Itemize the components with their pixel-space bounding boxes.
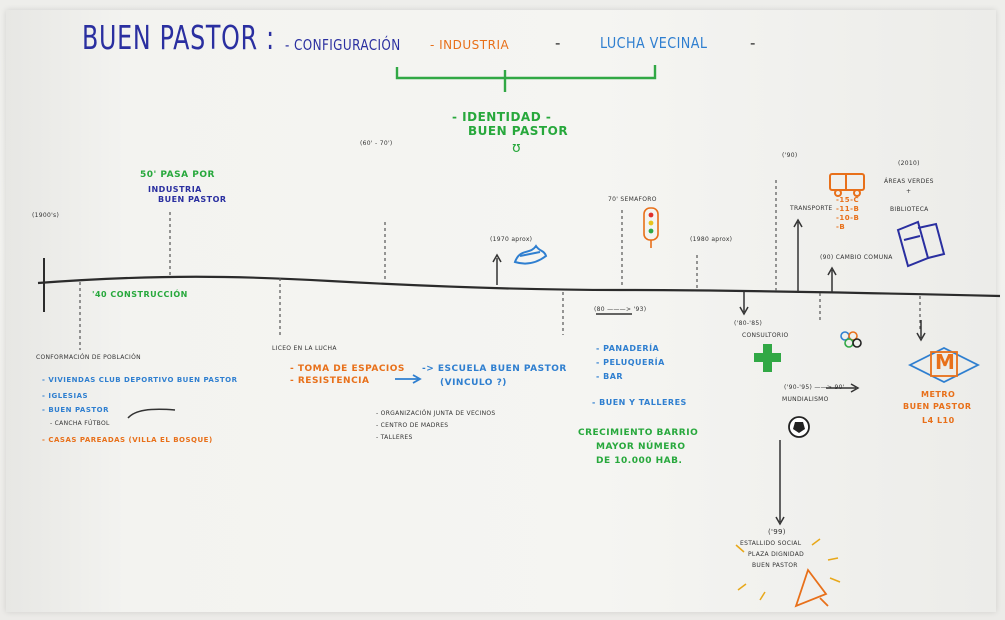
event-90s: ('90) bbox=[782, 152, 798, 159]
bus-line-4: -B bbox=[836, 223, 846, 231]
small-note-2: - CENTRO DE MADRES bbox=[376, 422, 449, 429]
small-note-1: - ORGANIZACIÓN JUNTA DE VECINOS bbox=[376, 410, 496, 417]
event-40-construccion: '40 CONSTRUCCIÓN bbox=[92, 290, 188, 299]
event-2010: (2010) bbox=[898, 160, 920, 167]
event-2010-sub-3: BIBLIOTECA bbox=[890, 206, 929, 213]
bottom-note-3: BUEN PASTOR bbox=[752, 562, 798, 569]
traffic-light-icon bbox=[643, 207, 659, 248]
burst-lines bbox=[735, 538, 841, 601]
page-title: BUEN PASTOR : bbox=[82, 18, 275, 57]
event-50s: 50' PASA POR bbox=[140, 170, 215, 180]
note-metro: METRO bbox=[921, 390, 956, 399]
note-toma-espacios: - TOMA DE ESPACIOS bbox=[290, 364, 405, 374]
timeline-axis bbox=[37, 275, 1001, 298]
note-talleres: - BUEN Y TALLERES bbox=[592, 398, 687, 407]
left-note-4: - CANCHA FÚTBOL bbox=[50, 420, 110, 427]
metro-logo-icon bbox=[907, 346, 981, 384]
metro-m-glyph: M bbox=[935, 350, 956, 374]
left-note-5: - CASAS PAREADAS (VILLA EL BOSQUE) bbox=[42, 436, 213, 444]
event-1970: (1970 aprox) bbox=[490, 236, 533, 243]
note-consultorio: CONSULTORIO bbox=[742, 332, 789, 339]
event-1980: (1980 aprox) bbox=[690, 236, 733, 243]
bottom-note-2: PLAZA DIGNIDAD bbox=[748, 551, 805, 558]
note-80-93: (80 ———> '93) bbox=[594, 306, 647, 313]
title-item-lucha-vecinal: LUCHA VECINAL bbox=[600, 34, 708, 52]
event-2010-sub-2: + bbox=[906, 188, 912, 195]
note-metro-buen-pastor: BUEN PASTOR bbox=[903, 402, 972, 411]
left-note-2: - IGLESIAS bbox=[42, 392, 89, 400]
note-bar: - BAR bbox=[596, 372, 624, 381]
event-60-70: (60' - 70') bbox=[360, 140, 393, 147]
bracket-line bbox=[395, 65, 657, 80]
paper-sheet bbox=[6, 10, 996, 612]
note-mayor: MAYOR NÚMERO bbox=[596, 442, 686, 452]
bottom-note-1: ESTALLIDO SOCIAL bbox=[740, 540, 802, 547]
event-2010-sub-1: ÁREAS VERDES bbox=[884, 178, 934, 185]
note-80-85: ('80-'85) bbox=[734, 320, 763, 327]
identity-line-1: - IDENTIDAD - bbox=[452, 110, 552, 124]
note-resistencia: - RESISTENCIA bbox=[290, 376, 370, 386]
note-90-95: ('90-'95) ——> 90' bbox=[784, 384, 845, 391]
note-metro-lines: L4 L10 bbox=[922, 416, 955, 425]
small-note-3: - TALLERES bbox=[376, 434, 413, 441]
note-escuela: -> ESCUELA BUEN PASTOR bbox=[422, 364, 567, 374]
note-conformacion: CONFORMACIÓN DE POBLACIÓN bbox=[36, 354, 141, 361]
bus-line-3: -10-B bbox=[836, 214, 860, 222]
bus-icon bbox=[829, 173, 865, 197]
dashed-connectors bbox=[79, 180, 921, 350]
note-habitantes: DE 10.000 HAB. bbox=[596, 456, 683, 466]
title-item-configuracion: - CONFIGURACIÓN bbox=[285, 36, 401, 54]
left-note-1: - VIVIENDAS CLUB DEPORTIVO BUEN PASTOR bbox=[42, 376, 238, 384]
bus-line-2: -11-B bbox=[836, 205, 860, 213]
event-transporte: TRANSPORTE bbox=[790, 205, 833, 212]
left-note-3: - BUEN PASTOR bbox=[42, 406, 110, 414]
event-1900s: (1900's) bbox=[32, 212, 60, 219]
sports-circles-icon bbox=[840, 331, 862, 348]
event-cambio-comuna: (90) CAMBIO COMUNA bbox=[820, 254, 893, 261]
note-panaderia: - PANADERÍA bbox=[596, 344, 660, 353]
event-semaforo: 70' SEMAFORO bbox=[608, 196, 657, 203]
note-peluqueria: - PELUQUERÍA bbox=[596, 358, 665, 367]
bus-line-1: -15-C bbox=[836, 196, 860, 204]
identity-line-2: BUEN PASTOR bbox=[468, 124, 569, 138]
megaphone-icon bbox=[794, 568, 829, 608]
title-separator-end: - bbox=[750, 34, 756, 52]
note-vinculo: (VINCULO ?) bbox=[440, 378, 507, 388]
note-crecimiento: CRECIMIENTO BARRIO bbox=[578, 428, 699, 438]
title-item-industria: - INDUSTRIA bbox=[430, 38, 510, 52]
soccer-ball-icon bbox=[788, 416, 810, 438]
library-icon bbox=[896, 220, 946, 268]
note-mundialismo: MUNDIALISMO bbox=[782, 396, 829, 403]
event-50s-sub-2: BUEN PASTOR bbox=[158, 195, 227, 204]
arrows bbox=[127, 218, 926, 526]
identity-symbol: ʊ bbox=[512, 140, 522, 156]
health-cross-icon bbox=[754, 344, 781, 372]
train-icon bbox=[513, 244, 548, 265]
note-liceo: LICEO EN LA LUCHA bbox=[272, 345, 337, 352]
title-separator: - bbox=[555, 34, 561, 52]
event-50s-sub-1: INDUSTRIA bbox=[148, 185, 202, 194]
note-99: ('99) bbox=[768, 528, 786, 536]
